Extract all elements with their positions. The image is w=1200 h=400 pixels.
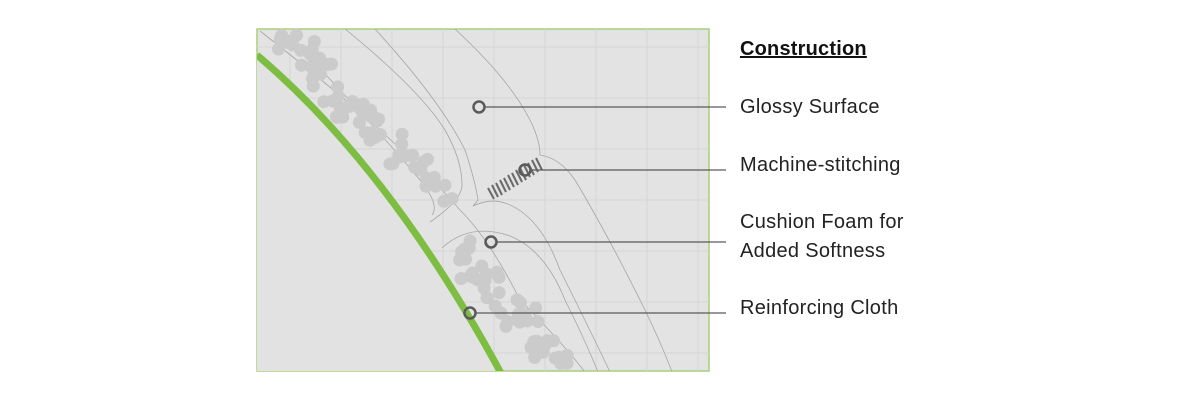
foam-bubble	[454, 272, 468, 286]
section-title: Construction	[740, 38, 867, 60]
foam-bubble	[477, 281, 491, 295]
foam-bubble	[329, 110, 343, 124]
layer-outlines	[259, 29, 673, 371]
foam-bubble	[501, 315, 515, 328]
cushion-foam	[272, 29, 575, 371]
foam-bubble	[417, 155, 431, 169]
foam-bubble	[307, 35, 321, 48]
foam-bubble	[540, 334, 554, 348]
foam-bubble	[427, 170, 441, 184]
marker-glossy-surface	[472, 100, 486, 114]
marker-cushion-foam	[484, 235, 498, 249]
foam-bubble	[406, 148, 420, 162]
foam-bubble	[437, 194, 451, 208]
foam-bubble	[438, 178, 452, 192]
foam-bubble	[466, 269, 480, 283]
foam-bubble	[529, 301, 543, 315]
foam-bubble	[352, 115, 366, 129]
marker-reinforcing-cloth	[463, 306, 477, 320]
label-machine-stitching: Machine-stitching	[740, 154, 901, 176]
foam-bubble	[536, 345, 550, 359]
foam-bubble	[510, 293, 524, 307]
foam-bubble	[488, 299, 502, 313]
foam-bubble	[492, 286, 506, 300]
label-cushion-foam: Cushion Foam for	[740, 211, 904, 233]
foam-bubble	[358, 126, 372, 139]
inner-region	[257, 58, 500, 371]
foam-bubble	[395, 137, 409, 151]
foam-bubble	[290, 29, 304, 42]
foam-bubble	[572, 370, 575, 371]
foam-bubble	[386, 157, 400, 170]
foam-bubble	[294, 43, 308, 57]
label-cushion-foam-line2: Added Softness	[740, 240, 886, 262]
foam-bubble	[331, 80, 345, 94]
foam-bubble	[324, 57, 338, 71]
foam-bubble	[352, 101, 366, 115]
foam-bubble	[492, 270, 506, 284]
reinforcing-cloth-layer	[257, 52, 504, 371]
foam-bubble	[281, 36, 295, 49]
foam-bubble	[313, 51, 327, 65]
label-reinforcing-cloth: Reinforcing Cloth	[740, 297, 899, 319]
label-glossy-surface: Glossy Surface	[740, 96, 880, 118]
foam-bubble	[513, 315, 527, 329]
foam-bubble	[459, 252, 473, 266]
foam-bubble	[552, 350, 566, 364]
foam-bubble	[326, 94, 340, 108]
marker-machine-stitching	[518, 163, 532, 177]
foam-bubble	[342, 99, 356, 113]
foam-bubble	[370, 114, 384, 128]
foam-bubble	[306, 79, 320, 93]
foam-bubble	[395, 127, 409, 141]
foam-bubble	[463, 234, 477, 248]
foam-bubble	[370, 129, 384, 143]
foam-bubble	[531, 315, 545, 328]
foam-bubble	[295, 58, 308, 72]
